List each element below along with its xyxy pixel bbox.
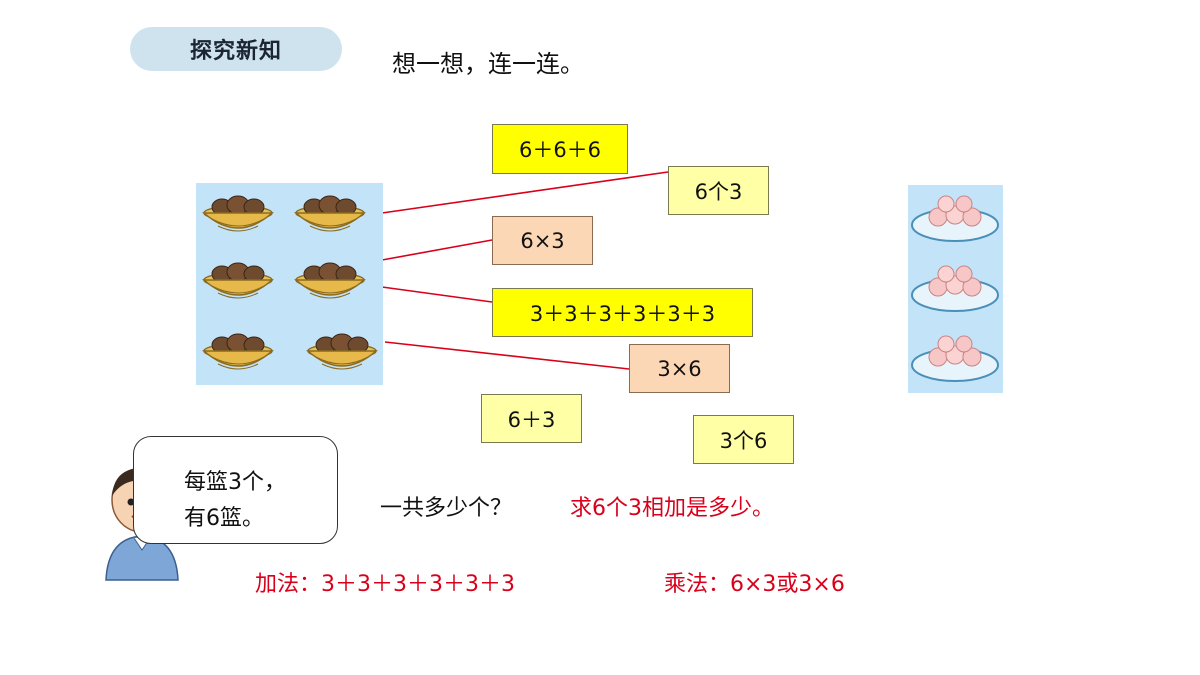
question-text: 一共多少个？ <box>380 496 513 521</box>
card-6-plus-3[interactable]: 6＋3 <box>481 394 582 443</box>
connector-line <box>381 286 493 303</box>
card-6-plus-6-plus-6[interactable]: 6＋6＋6 <box>492 124 628 174</box>
basket-panel <box>196 183 383 385</box>
instruction-text: 想一想，连一连。 <box>392 50 584 78</box>
card-3-groups-of-6[interactable]: 3个6 <box>693 415 794 464</box>
answer-text: 求6个3相加是多少。 <box>570 496 774 521</box>
connector-line <box>381 171 669 214</box>
connector-line <box>381 239 493 261</box>
card-3-times-6[interactable]: 3×6 <box>629 344 730 393</box>
speech-bubble <box>133 436 338 544</box>
addition-method: 加法：3＋3＋3＋3＋3＋3 <box>255 572 515 597</box>
card-6-times-3[interactable]: 6×3 <box>492 216 593 265</box>
multiplication-method: 乘法：6×3或3×6 <box>664 572 845 597</box>
peach-plate-icon <box>911 195 999 382</box>
speech-line-1: 每篮3个， <box>184 470 286 495</box>
card-3-repeated-addition[interactable]: 3＋3＋3＋3＋3＋3 <box>492 288 753 337</box>
speech-line-2: 有6篮。 <box>184 506 264 531</box>
connector-line <box>384 341 630 370</box>
card-6-groups-of-3[interactable]: 6个3 <box>668 166 769 215</box>
pinecone-basket-icon <box>203 195 377 370</box>
peach-plate-panel <box>908 185 1003 393</box>
section-title: 探究新知 <box>130 27 342 71</box>
